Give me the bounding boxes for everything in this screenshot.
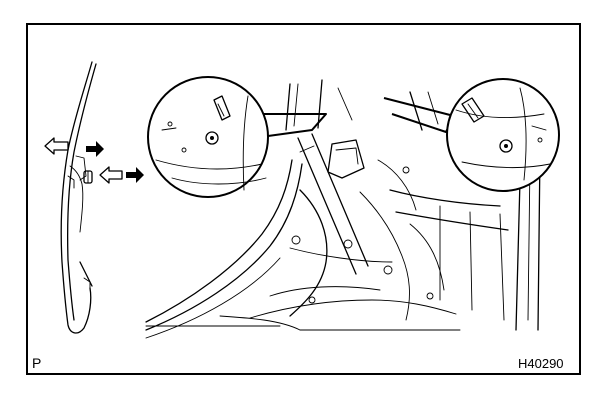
- clip-icon: [461, 97, 485, 123]
- detail-zoom-right: [383, 78, 560, 192]
- corner-label: P: [32, 355, 42, 371]
- outline-arrow-left-icon: [99, 166, 123, 184]
- solid-arrow-right-icon: [86, 141, 104, 157]
- figure-id: H40290: [518, 356, 564, 371]
- fastener-icon: [205, 131, 219, 145]
- vehicle-interior-view: [145, 79, 541, 339]
- trim-panel-part: [60, 61, 97, 334]
- detail-zoom-left: [147, 76, 327, 198]
- outline-arrow-left-icon: [44, 137, 69, 155]
- solid-arrow-right-icon: [126, 167, 144, 183]
- fastener-icon: [499, 139, 513, 153]
- figure-border: [26, 23, 581, 375]
- clip-icon: [213, 95, 231, 121]
- clip-icon: [83, 170, 93, 184]
